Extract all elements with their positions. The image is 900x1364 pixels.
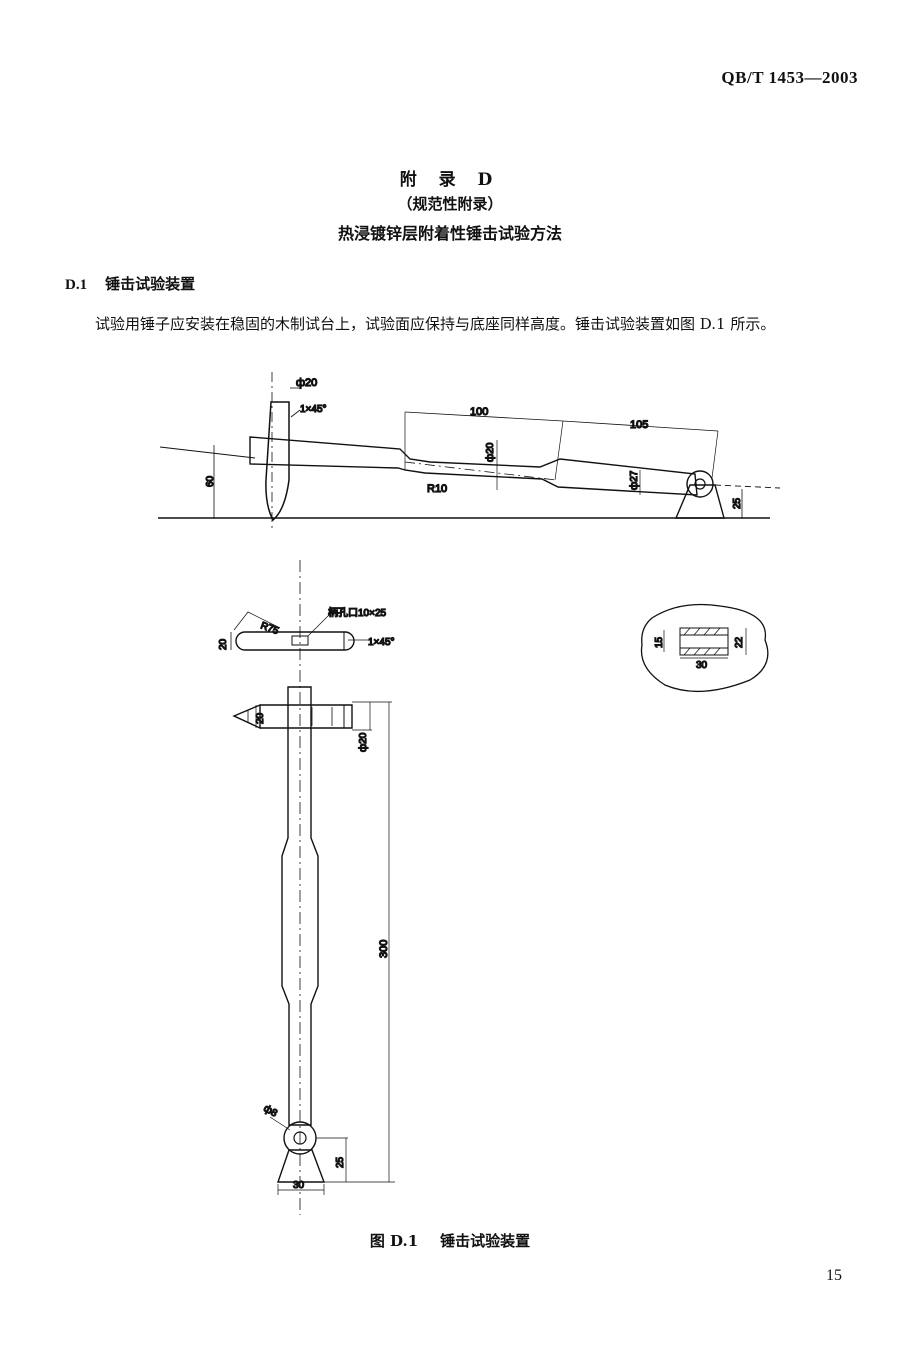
hole-slot-leader [307,613,331,637]
appendix-title: 附 录 D [399,170,501,190]
hammer-apparatus-drawing: ф20 1×45° 100 105 ф20 ф27 R10 60 25 柄孔口1… [158,372,781,1215]
dim-d27: ф27 [628,470,640,490]
dim-100: 100 [470,406,488,418]
hammer-handle-side [249,436,698,496]
dim-chamfer-mid: 1×45° [368,637,395,648]
dim-105-line [562,420,719,432]
dim-20-head: 20 [255,712,266,724]
head-body-top [235,631,355,651]
figure-caption-title: 锤击试验装置 [440,1232,531,1250]
dim-30-detail: 30 [696,660,708,671]
r75-leader [233,611,281,631]
section-heading: D.1 锤击试验装置 [65,273,195,294]
ext-line-2 [554,420,564,481]
pivot-front-hole [293,1131,307,1145]
appendix-method-title: 热浸镀锌层附着性锤击试验方法 [337,224,562,243]
handle-centerline [404,461,557,481]
pivot-front-base [277,1149,326,1183]
reference-line [159,446,256,459]
dim-105: 105 [630,419,648,431]
pivot-hole [694,478,706,490]
dim-r10: R10 [427,483,447,495]
figure-caption-label: 图 D.1 [369,1232,419,1250]
slot-detail-view: 15 22 30 [640,603,769,693]
hammer-head-side [265,401,290,522]
dim-d20-mid: ф20 [484,442,496,462]
dim-25-bottom: 25 [335,1156,346,1168]
hole-slot [291,635,309,646]
standard-code: QB/T 1453—2003 [721,68,858,87]
dim-d20-top: ф20 [296,377,317,389]
dim-22: 22 [734,636,745,648]
detail-outline [640,603,769,693]
chamfer-top-leader [290,409,301,418]
dim-d8-leader [269,1116,291,1131]
dim-d20-side: ф20 [357,732,369,752]
pivot-outer-circle [686,470,714,498]
body-paragraph: 试验用锤子应安装在稳固的木制试台上，试验面应保持与底座同样高度。锤击试验装置如图… [95,315,776,333]
dim-15: 15 [654,636,665,648]
dim-60: 60 [205,475,216,487]
figure-caption: 图 D.1 锤击试验装置 [0,1230,900,1251]
pivot-centerline [714,484,781,489]
handle-front [281,686,319,1126]
head-top-view: 柄孔口10×25 R75 20 1×45° [217,560,395,1215]
dim-100-line [404,411,564,422]
section-number: D.1 [65,277,88,293]
dim-r75: R75 [259,620,280,637]
dim-d8: ф8 [262,1102,280,1120]
page-number: 15 [826,1267,842,1284]
section-title: 锤击试验装置 [105,275,196,293]
appendix-subtitle: （规范性附录） [397,195,503,213]
side-view: ф20 1×45° 100 105 ф20 ф27 R10 60 25 [158,372,781,530]
dim-300: 300 [378,940,390,958]
dim-20: 20 [218,638,229,650]
pivot-base [674,484,725,519]
ext-line-3 [711,430,719,479]
front-view: ф20 20 300 ф8 25 30 [232,686,395,1195]
head-front-body [260,704,353,729]
dim-hole-slot: 柄孔口10×25 [328,606,387,619]
dim-30-bottom: 30 [293,1180,305,1191]
head-front-point [232,703,261,730]
dim-chamfer-top: 1×45° [300,404,327,415]
dim-25-top: 25 [732,497,743,509]
